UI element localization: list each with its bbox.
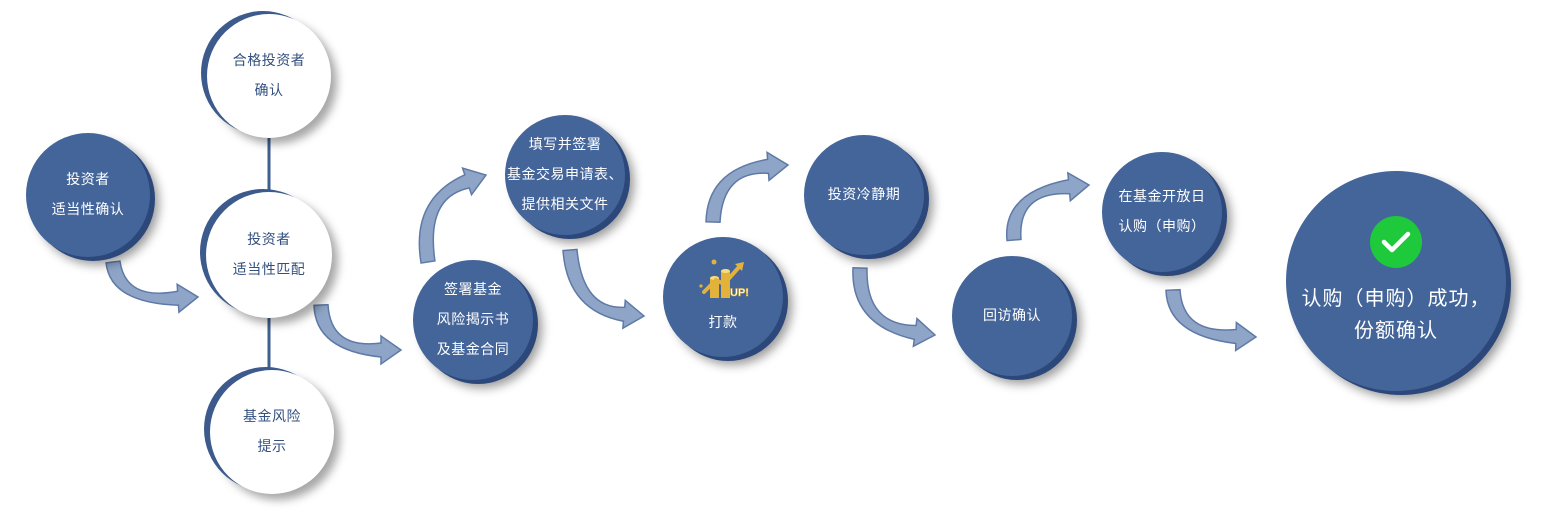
svg-text:UP!: UP! xyxy=(730,287,749,299)
step-fund-risk-notice: 基金风险提示 xyxy=(210,370,334,494)
flow-arrow-4 xyxy=(562,248,646,330)
flow-arrow-7 xyxy=(1006,171,1091,242)
step-fill-application: 填写并签署基金交易申请表、提供相关文件 xyxy=(505,115,625,235)
step-investor-suitability-confirm: 投资者适当性确认 xyxy=(26,133,150,257)
step-subscribe-on-open-day: 在基金开放日认购（申购） xyxy=(1102,152,1222,272)
step-label-line: 份额确认 xyxy=(1354,318,1438,342)
flow-arrow-2 xyxy=(313,303,403,366)
step-label-line: 适当性确认 xyxy=(51,202,125,218)
flow-arrow-3 xyxy=(418,167,488,264)
flow-arrow-5 xyxy=(705,151,790,224)
step-label-line: 认购（申购）成功， xyxy=(1301,286,1491,310)
step-label-line: 投资者 xyxy=(66,172,110,188)
flow-arrow-6 xyxy=(852,266,937,348)
step-label-line: 及基金合同 xyxy=(436,342,510,358)
coins-up-icon: UP! xyxy=(692,256,754,304)
step-label-line: 签署基金 xyxy=(444,282,502,298)
step-label-line: 填写并签署 xyxy=(528,137,602,153)
step-label-line: 在基金开放日 xyxy=(1118,189,1206,205)
step-label-line: 提供相关文件 xyxy=(521,197,609,213)
step-label-line: 基金风险 xyxy=(243,409,301,425)
step-payment: UP! 打款 xyxy=(663,237,783,357)
step-qualified-investor-confirm: 合格投资者确认 xyxy=(207,14,331,138)
step-label-line: 投资者 xyxy=(247,232,291,248)
step-return-visit-confirm: 回访确认 xyxy=(952,256,1072,376)
step-subscription-success: 认购（申购）成功， 份额确认 xyxy=(1286,171,1506,391)
step-label-line: 回访确认 xyxy=(983,308,1041,324)
step-label-line: 认购（申购） xyxy=(1118,219,1206,235)
step-label-line: 适当性匹配 xyxy=(232,262,306,278)
step-label-line: 风险揭示书 xyxy=(436,312,510,328)
step-label-line: 基金交易申请表、 xyxy=(507,167,623,183)
step-cooling-off-period: 投资冷静期 xyxy=(804,135,924,255)
flow-arrow-1 xyxy=(105,260,200,314)
flow-arrow-8 xyxy=(1165,288,1258,352)
step-label-line: 投资冷静期 xyxy=(827,187,901,203)
step-label-line: 确认 xyxy=(254,83,284,99)
step-label-line: 提示 xyxy=(257,439,287,455)
step-label-line: 打款 xyxy=(708,315,738,331)
step-label-line: 合格投资者 xyxy=(232,53,306,69)
step-sign-risk-disclosure: 签署基金风险揭示书及基金合同 xyxy=(413,260,533,380)
step-investor-suitability-match: 投资者适当性匹配 xyxy=(206,192,332,318)
check-icon xyxy=(1370,216,1422,268)
